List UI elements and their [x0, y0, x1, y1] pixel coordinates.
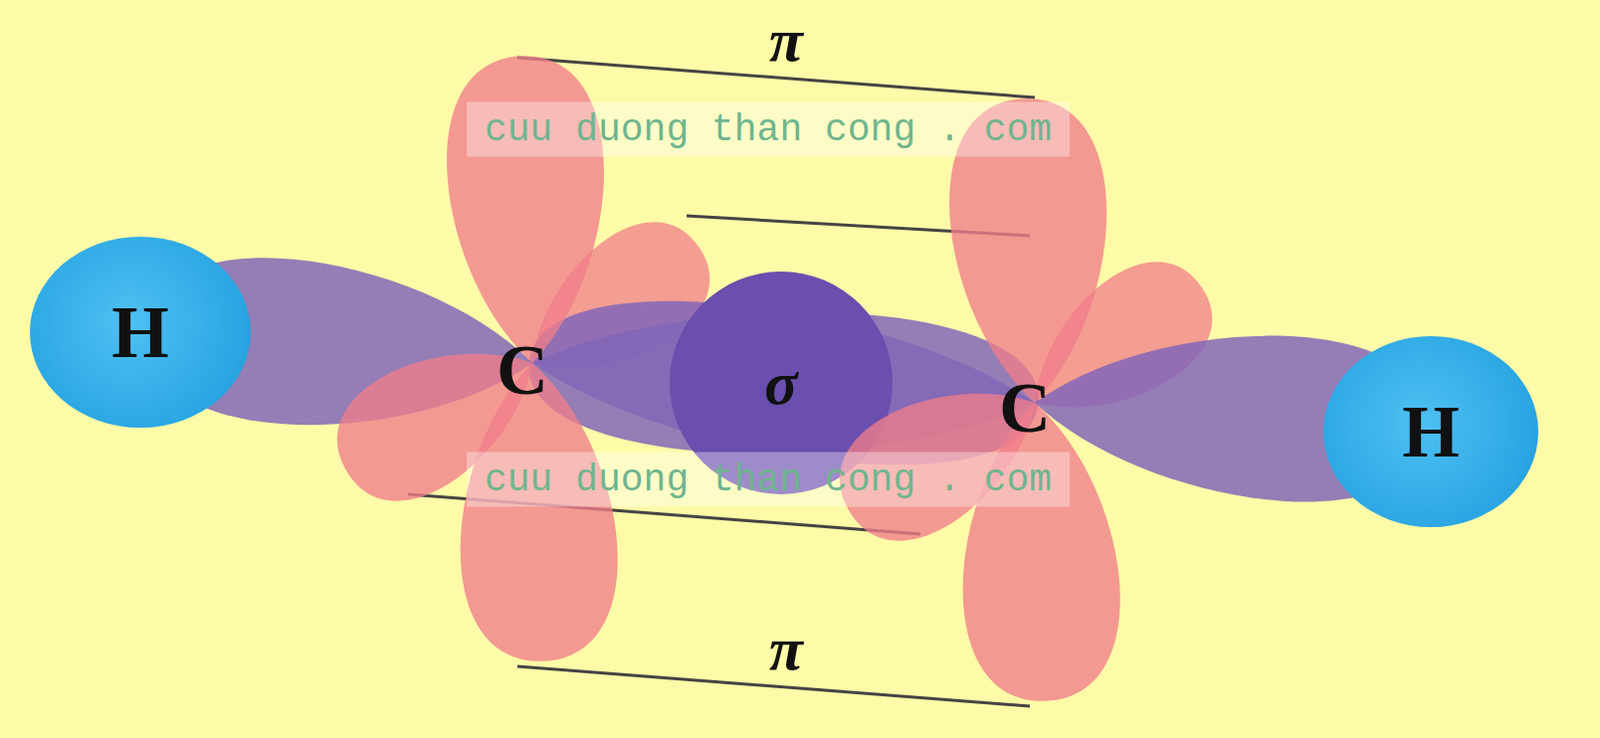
bond-label: σ [764, 348, 798, 419]
p-orbital [314, 52, 1124, 704]
atom-symbol: H [111, 290, 170, 376]
bond-label: π [769, 4, 803, 76]
bond-label: π [769, 613, 803, 685]
atom-symbol: C [496, 329, 549, 412]
atom-symbol: H [1401, 390, 1460, 475]
watermark: cuu duong than cong . com [466, 102, 1070, 158]
watermark: cuu duong than cong . com [466, 452, 1070, 508]
atom-symbol: C [999, 367, 1051, 450]
sp-orbital [138, 246, 1436, 510]
hydrogen-atom: H [29, 236, 251, 428]
hydrogen-atom: H [1323, 336, 1539, 528]
